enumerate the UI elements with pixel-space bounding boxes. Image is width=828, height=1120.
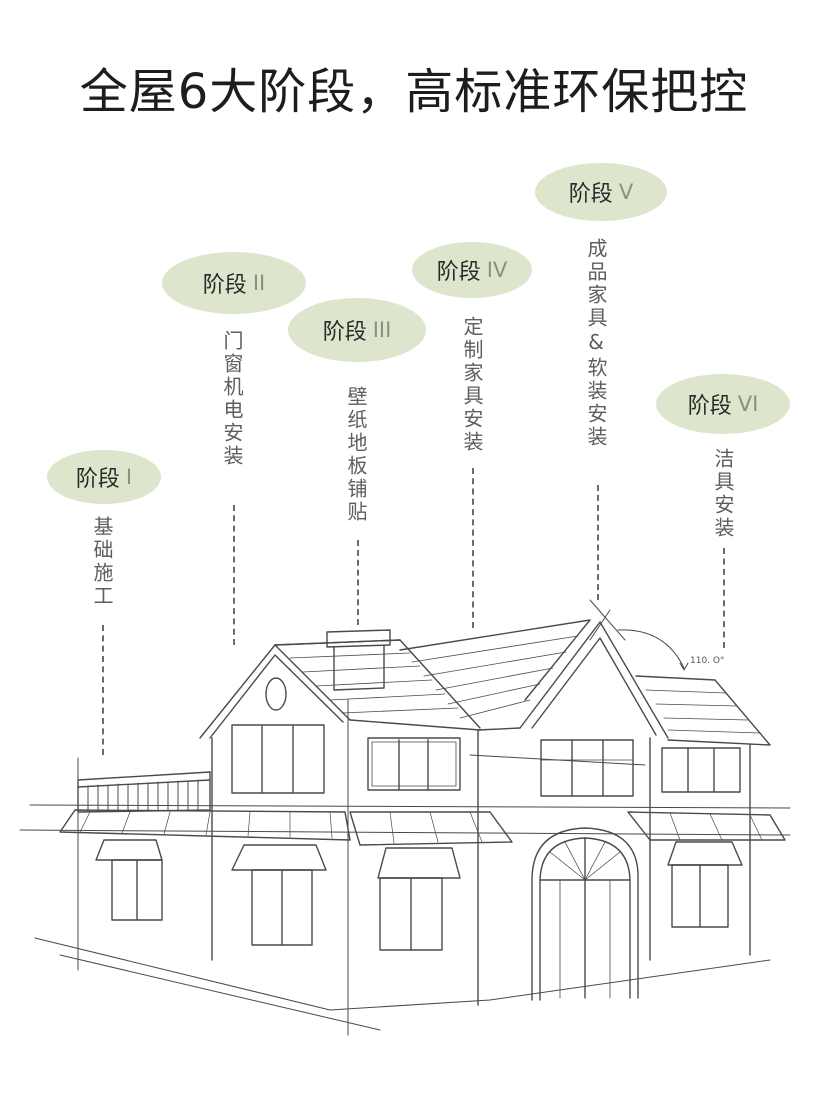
page-title: 全屋6大阶段，高标准环保把控 [79, 64, 749, 120]
stage-1-leader [102, 625, 104, 755]
stage-3-badge: 阶段 III [288, 298, 426, 362]
stage-5-leader [597, 485, 599, 600]
stage-6-leader [723, 548, 725, 648]
stage-1-numeral: I [125, 465, 133, 489]
stage-5-task: 成品家具&软装安装 [584, 238, 608, 449]
stage-6-task: 洁具安装 [711, 448, 735, 540]
stage-2-numeral: II [252, 271, 266, 295]
angle-annotation: 110. O° [690, 656, 725, 666]
stage-3-label: 阶段 [322, 320, 367, 345]
stage-3-task: 壁纸地板铺贴 [344, 386, 368, 524]
stage-4-badge: 阶段 IV [412, 242, 532, 298]
stage-6-label: 阶段 [687, 394, 732, 419]
stage-2-leader [233, 505, 235, 645]
stage-4-task: 定制家具安装 [460, 316, 484, 454]
stage-5-label: 阶段 [568, 182, 613, 207]
stage-6-badge: 阶段 VI [656, 374, 790, 434]
stage-4-label: 阶段 [436, 260, 481, 285]
stage-3-leader [357, 540, 359, 625]
stage-5-badge: 阶段 V [535, 163, 667, 221]
stage-6-numeral: VI [737, 392, 759, 416]
stage-2-task: 门窗机电安装 [220, 330, 244, 468]
stage-5-numeral: V [618, 180, 634, 204]
stage-2-label: 阶段 [202, 273, 247, 298]
stage-1-task: 基础施工 [90, 516, 114, 608]
stage-3-numeral: III [372, 318, 392, 342]
stage-2-badge: 阶段 II [162, 252, 306, 314]
stage-1-label: 阶段 [75, 467, 120, 492]
stage-4-numeral: IV [486, 258, 508, 282]
stage-4-leader [472, 468, 474, 628]
stage-1-badge: 阶段 I [47, 450, 161, 504]
